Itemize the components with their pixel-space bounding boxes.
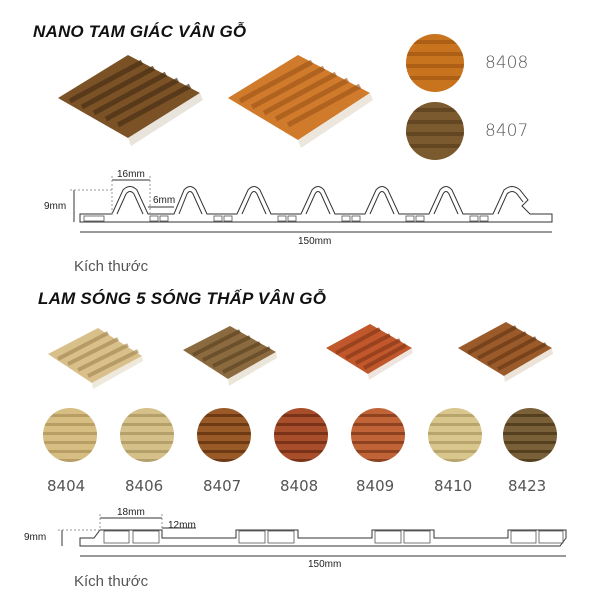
- dim-pitch-label: 16mm: [117, 169, 145, 180]
- swatch-circle-8409: [351, 408, 405, 462]
- swatch-code: 8407: [203, 477, 242, 495]
- swatch-circle-8410: [428, 408, 482, 462]
- panel-8407-image: [58, 55, 203, 146]
- swatch-8407: [406, 102, 464, 160]
- section1-title: NANO TAM GIÁC VÂN GỖ: [33, 22, 247, 41]
- swatch-8408: [406, 34, 464, 92]
- profile-drawing-2: [58, 514, 567, 557]
- swatch-code: 8410: [434, 477, 473, 495]
- swatch-code: 8423: [508, 477, 547, 495]
- swatch-circle-8408: [274, 408, 328, 462]
- swatch-code: 8406: [125, 477, 164, 495]
- swatch-item: [197, 408, 251, 462]
- profile-drawing-1: [70, 176, 553, 233]
- panel-8404-image: [48, 328, 143, 389]
- panel-8423b-image: [458, 322, 553, 382]
- swatch-code-8407: 8407: [485, 121, 529, 141]
- swatch-code: 8408: [280, 477, 319, 495]
- swatch-item: [503, 408, 557, 462]
- section2-title: LAM SÓNG 5 SÓNG THẤP VÂN GỖ: [38, 289, 327, 308]
- swatch-row: [0, 408, 600, 498]
- swatch-circle-8406: [120, 408, 174, 462]
- swatch-item: [120, 408, 174, 462]
- section1-caption: Kích thước: [74, 258, 149, 275]
- swatch-item: [351, 408, 405, 462]
- dim-gap-label: 6mm: [153, 195, 176, 206]
- swatch-circle-8404: [43, 408, 97, 462]
- swatch-item: [43, 408, 97, 462]
- dim-gap-label-2: 12mm: [168, 520, 196, 531]
- panel-8408-image: [228, 55, 373, 148]
- swatch-code-8408: 8408: [485, 53, 529, 73]
- swatch-item: [428, 408, 482, 462]
- swatch-code: 8404: [47, 477, 86, 495]
- section2-caption: Kích thước: [74, 573, 149, 590]
- swatch-code: 8409: [356, 477, 395, 495]
- dim-width-label: 150mm: [298, 236, 332, 247]
- dim-width-label-2: 150mm: [308, 559, 342, 570]
- swatch-circle-8407: [197, 408, 251, 462]
- panel-8409-image: [326, 324, 413, 380]
- dim-pitch-label-2: 18mm: [117, 507, 145, 518]
- swatch-item: [274, 408, 328, 462]
- panel-8407b-image: [183, 326, 277, 386]
- dim-height-label: 9mm: [44, 201, 67, 212]
- swatch-circle-8423: [503, 408, 557, 462]
- dim-height-label-2: 9mm: [24, 532, 47, 543]
